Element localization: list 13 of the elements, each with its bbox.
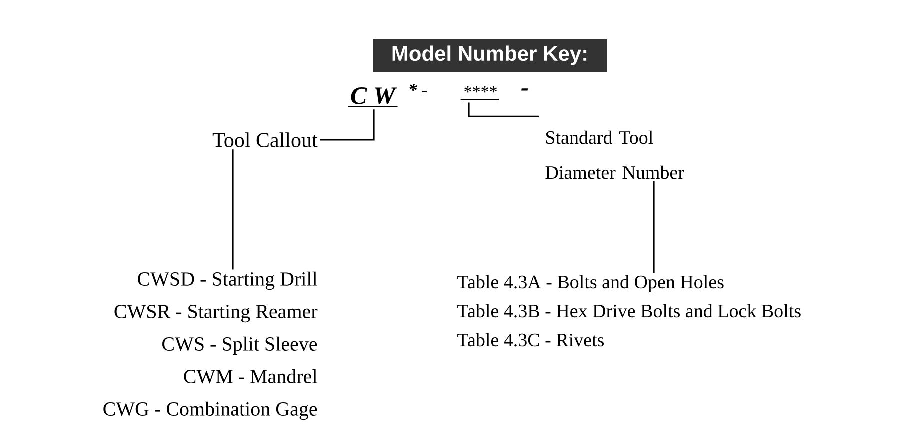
title-banner: Model Number Key: xyxy=(373,39,607,72)
option-list: CWSD - Starting Drill CWSR - Starting Reamer CWS - Split Sleeve CWM - Mandrel CWG - Combination Gage xyxy=(104,272,318,420)
leader-line xyxy=(232,150,234,270)
callout-label: Tool Callout xyxy=(212,132,318,148)
option-list: Table 4.3A - Bolts and Open Holes Table 4.3B - Hex Drive Bolts and Lock Bolts Table 4.3C - Rivets xyxy=(458,275,801,347)
model-code-symbol: * - xyxy=(410,84,428,93)
leader-line xyxy=(468,102,539,118)
leader-line xyxy=(653,181,655,274)
leader-line xyxy=(320,110,375,141)
model-code-symbol: - xyxy=(522,88,528,91)
model-code-part: **** xyxy=(460,86,500,100)
callout-label: Standard Tool Diameter Number xyxy=(546,130,684,180)
model-code-part: C W xyxy=(348,88,398,108)
